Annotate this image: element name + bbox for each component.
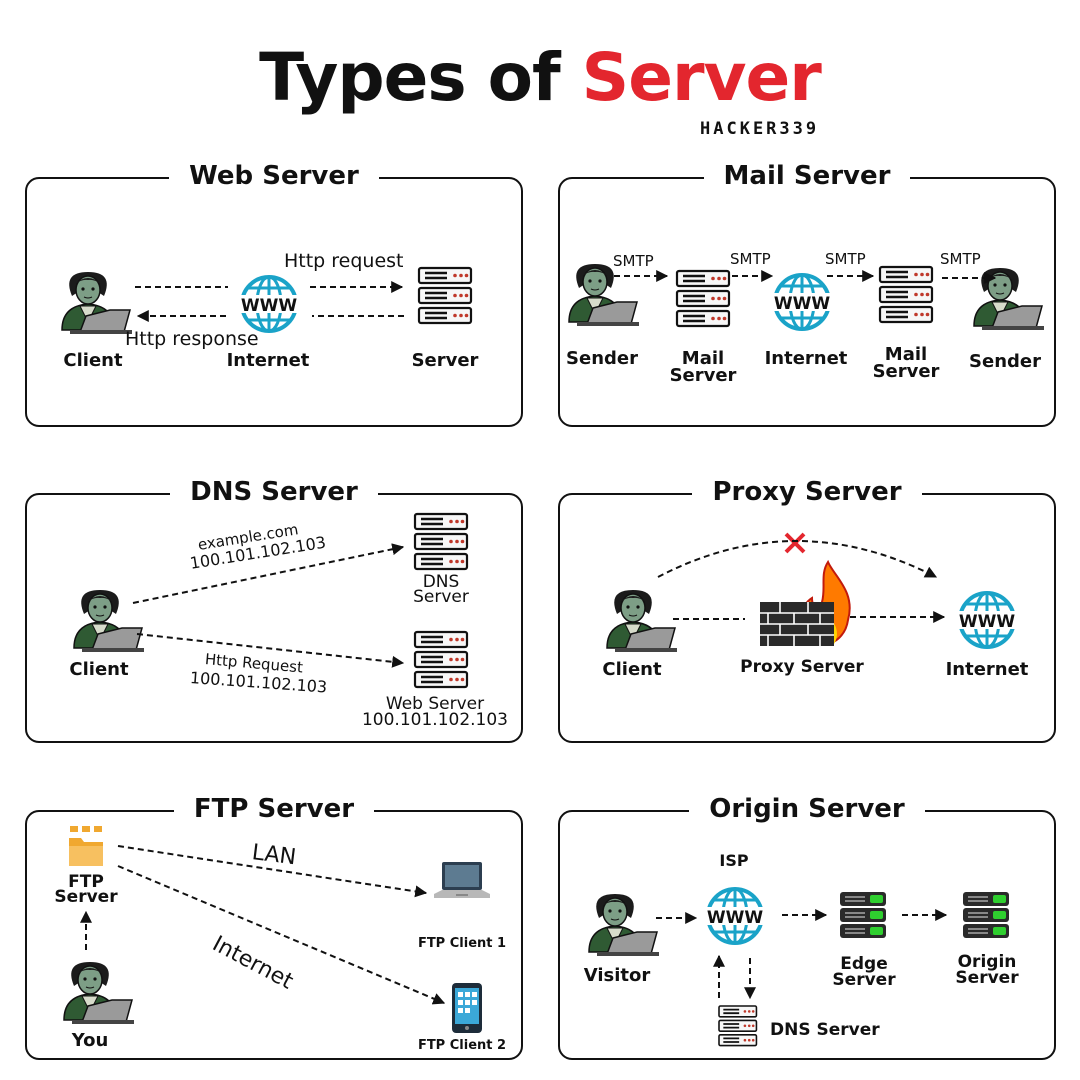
mail-smtp-label-2: SMTP xyxy=(730,250,771,268)
mail-server2-rack-icon xyxy=(880,267,932,323)
web-response-label: Http response xyxy=(125,328,259,350)
origin-visitor-person-icon xyxy=(588,893,660,957)
brand-label: HACKER339 xyxy=(700,119,820,139)
ftp-client2-label: FTP Client 2 xyxy=(417,1038,507,1053)
origin-server-panel: Origin Server xyxy=(558,794,1056,1060)
mail-internet-label: Internet xyxy=(764,348,848,369)
title-part-2: Server xyxy=(581,39,822,116)
mail-server1-label-line2: Server xyxy=(669,365,737,386)
ftp-server-panel: FTP Server xyxy=(25,794,523,1060)
firewall-icon xyxy=(760,559,851,646)
origin-visitor-label: Visitor xyxy=(583,965,651,986)
ftp-lan-label: LAN xyxy=(250,840,298,871)
title-part-1: Types of xyxy=(259,39,561,116)
dns-web-server-ip-label: 100.101.102.103 xyxy=(361,710,508,730)
ftp-you-person-icon xyxy=(63,961,135,1025)
proxy-internet-label: Internet xyxy=(945,659,1029,680)
mail-smtp-label-4: SMTP xyxy=(940,250,981,268)
dns-server-label-line1: DNS xyxy=(422,572,460,592)
origin-dns-server-rack-icon xyxy=(719,1006,757,1050)
mail-server-panel: Mail Server xyxy=(558,161,1056,427)
origin-server-label-line1: Origin xyxy=(957,952,1017,972)
mail-server-title: Mail Server xyxy=(703,161,911,191)
laptop-icon xyxy=(434,862,490,898)
web-internet-globe-icon xyxy=(237,275,301,333)
web-server-panel: Web Server xyxy=(25,161,523,427)
ftp-client1-label: FTP Client 1 xyxy=(417,936,507,951)
proxy-client-label: Client xyxy=(602,659,662,680)
dns-server-title: DNS Server xyxy=(170,477,378,507)
proxy-server-label: Proxy Server xyxy=(740,657,864,677)
proxy-server-title: Proxy Server xyxy=(692,477,922,507)
origin-server-rack-icon xyxy=(963,892,1009,938)
edge-server-label-line1: Edge xyxy=(840,954,888,974)
mail-smtp-label-3: SMTP xyxy=(825,250,866,268)
mail-sender-label-2: Sender xyxy=(969,351,1041,372)
mail-sender-label-1: Sender xyxy=(566,348,638,369)
dns-server-label-line2: Server xyxy=(413,587,469,607)
mail-smtp-label-1: SMTP xyxy=(613,252,654,270)
dns-web-server-label: Web Server xyxy=(385,694,485,714)
origin-dns-server-label: DNS Server xyxy=(770,1020,880,1040)
proxy-server-panel: Proxy Server xyxy=(558,477,1056,743)
web-request-label: Http request xyxy=(284,250,404,272)
mail-internet-globe-icon xyxy=(770,273,834,331)
ftp-server-label-line1: FTP xyxy=(68,872,104,892)
dns-server-panel: DNS Server xyxy=(25,477,523,743)
proxy-client-person-icon xyxy=(606,589,678,653)
dns-client-person-icon xyxy=(73,589,145,653)
smartphone-icon xyxy=(452,983,482,1033)
mail-receiver-person-icon xyxy=(973,267,1045,331)
dns-web-server-rack-icon xyxy=(415,632,467,688)
web-client-label: Client xyxy=(63,350,123,371)
mail-server2-label-line1: Mail xyxy=(884,344,928,365)
dns-client-label: Client xyxy=(69,659,129,680)
origin-server-label-line2: Server xyxy=(955,968,1019,988)
proxy-internet-globe-icon xyxy=(955,591,1019,649)
web-server-label: Server xyxy=(411,350,479,371)
web-server-title: Web Server xyxy=(169,161,379,191)
origin-isp-globe-icon xyxy=(703,887,767,945)
web-internet-label: Internet xyxy=(226,350,310,371)
mail-server1-rack-icon xyxy=(677,271,729,327)
web-client-person-icon xyxy=(61,271,133,335)
ftp-you-label: You xyxy=(71,1030,109,1051)
red-x-icon xyxy=(784,532,806,554)
origin-server-title: Origin Server xyxy=(689,794,925,824)
page-title: Types of Server xyxy=(0,38,1080,118)
web-server-rack-icon xyxy=(419,268,471,324)
edge-server-rack-icon xyxy=(840,892,886,938)
edge-server-label-line2: Server xyxy=(832,970,896,990)
origin-isp-label: ISP xyxy=(719,851,749,870)
mail-server2-label-line2: Server xyxy=(872,361,940,382)
ftp-server-title: FTP Server xyxy=(173,794,375,824)
folder-icon xyxy=(69,826,103,866)
mail-sender-person-icon xyxy=(568,263,640,327)
dns-server-rack-icon xyxy=(415,514,467,570)
ftp-server-label-line2: Server xyxy=(54,887,118,907)
mail-server1-label-line1: Mail xyxy=(681,348,725,369)
